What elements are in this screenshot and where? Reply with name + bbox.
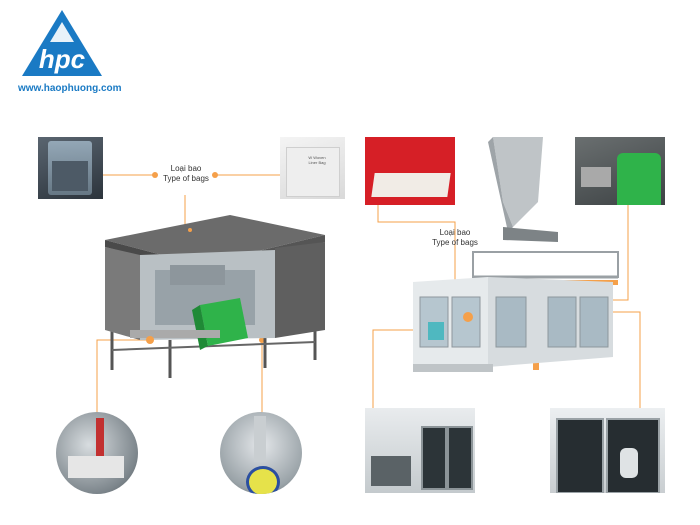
right-label-vi: Loại bao	[439, 228, 471, 237]
left-bag-type-label: Loại bao Type of bags	[160, 164, 212, 184]
detail-photo-cabinet-right	[550, 408, 665, 493]
logo-text: hpc	[39, 44, 86, 74]
left-machine-illustration	[105, 215, 325, 378]
logo-url: www.haophuong.com	[18, 83, 122, 94]
right-label-en: Type of bags	[432, 238, 478, 247]
bag-photo-red	[365, 137, 455, 205]
detail-photo-feeder	[56, 412, 138, 494]
logo-triangle-icon: hpc	[22, 10, 102, 76]
bag-text-2: Liner Bag	[308, 160, 326, 165]
bag-photo-woven: W Woven Liner Bag	[280, 137, 345, 199]
right-machine-illustration	[413, 137, 619, 372]
bag-text-1: W Woven	[308, 155, 326, 160]
bag-photo-clear	[38, 137, 103, 199]
detail-photo-green-bag	[575, 137, 665, 205]
left-label-vi: Loại bao	[170, 164, 202, 173]
detail-photo-cabinet-left	[365, 408, 475, 493]
logo: hpc www.haophuong.com	[18, 8, 122, 98]
left-label-en: Type of bags	[163, 174, 209, 183]
right-bag-type-label: Loại bao Type of bags	[428, 228, 482, 248]
detail-photo-nozzle	[220, 412, 302, 494]
